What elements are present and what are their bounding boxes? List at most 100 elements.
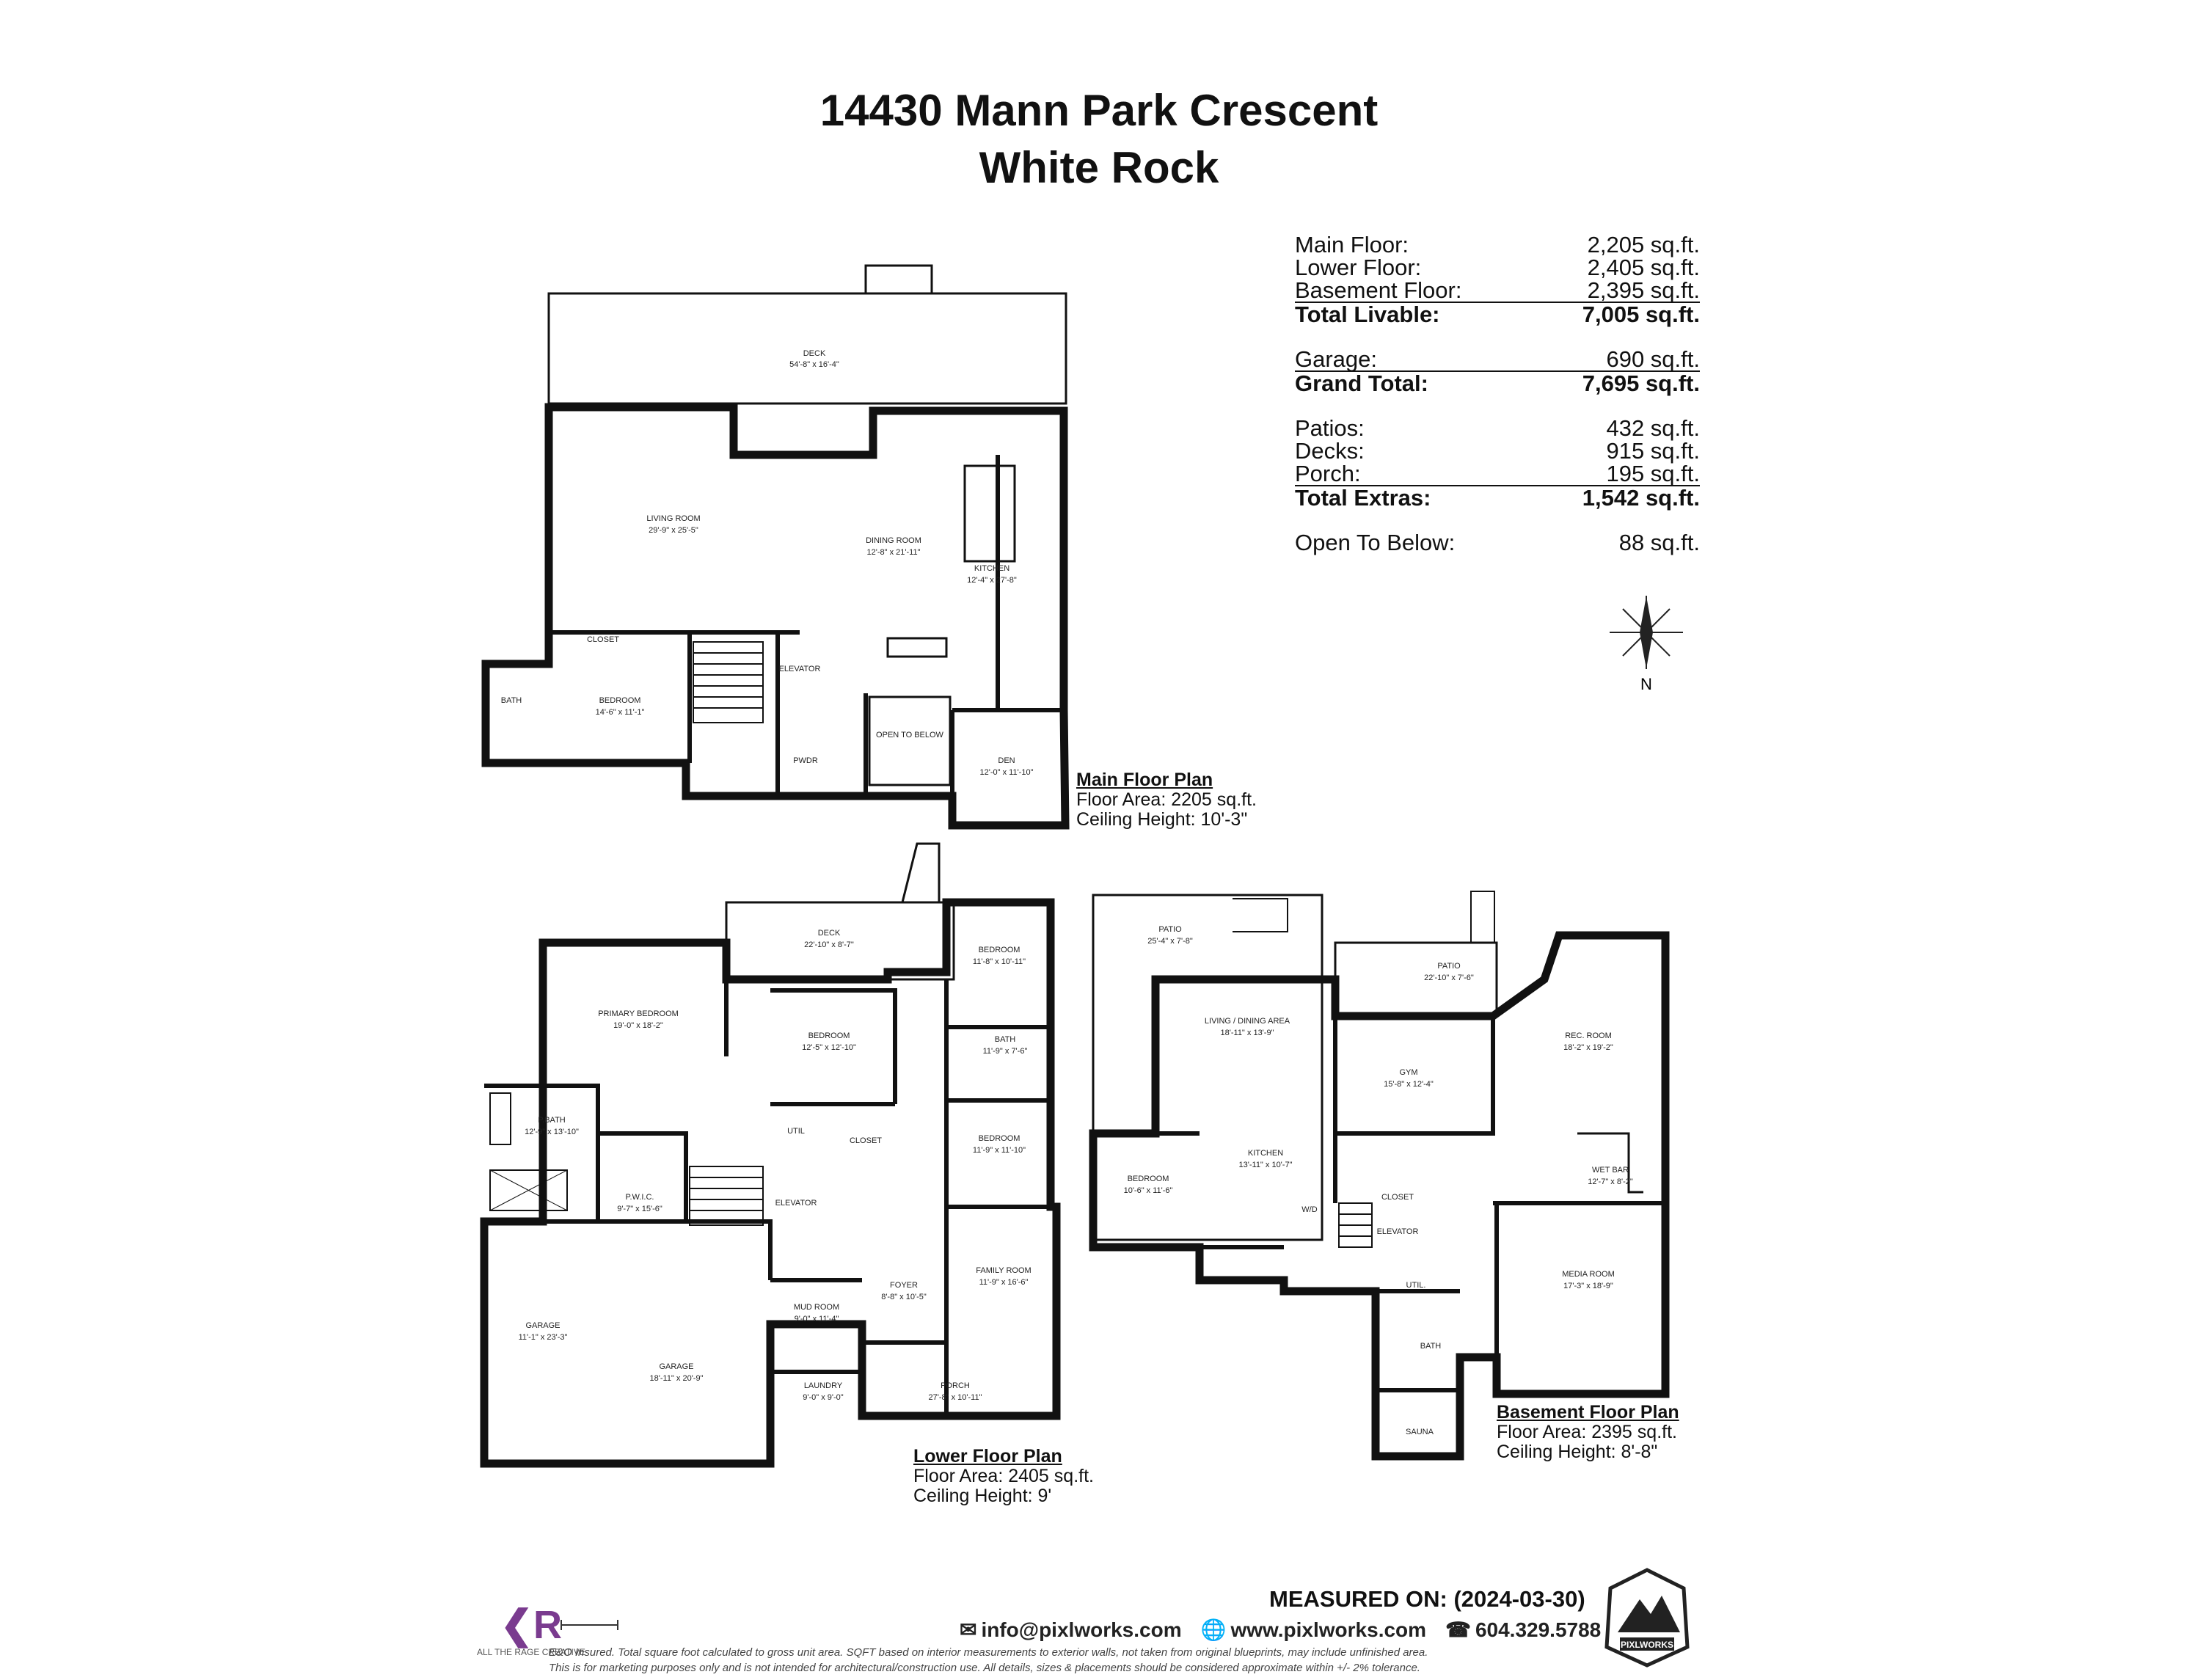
lf-mud-dim: 9'-0" x 11'-4"	[795, 1315, 839, 1323]
disclaimer: E&O Insured. Total square foot calculate…	[549, 1645, 1591, 1676]
bf-util-label: UTIL.	[1406, 1281, 1426, 1290]
lf-laundry-dim: 9'-0" x 9'-0"	[803, 1393, 844, 1402]
bf-media-label: MEDIA ROOM	[1562, 1270, 1615, 1279]
bf-rec-label: REC. ROOM	[1565, 1031, 1612, 1040]
mf-dining-dim: 12'-8" x 21'-11"	[867, 548, 921, 557]
all-the-rage-logo-icon: ❮R	[500, 1603, 563, 1647]
contact-info: ✉info@pixlworks.com 🌐www.pixlworks.com ☎…	[960, 1618, 1601, 1642]
pixlworks-logo-text: PIXLWORKS	[1621, 1640, 1673, 1650]
mf-closet-label: CLOSET	[587, 635, 619, 644]
bf-patio-b-dim: 22'-10" x 7'-6"	[1424, 974, 1474, 982]
stat-patios: Patios:432 sq.ft.	[1295, 415, 1700, 441]
basement-floor-plan	[1089, 891, 1670, 1461]
mf-deck-dim: 54'-8" x 16'-4"	[789, 360, 839, 369]
lf-bedroom-c-dim: 11'-9" x 11'-10"	[973, 1146, 1026, 1155]
stat-basement-floor: Basement Floor:2,395 sq.ft.	[1295, 277, 1700, 303]
main-floor-heading: Main Floor Plan	[1076, 770, 1213, 790]
bf-closet-label: CLOSET	[1381, 1193, 1414, 1202]
stat-grand-total: Grand Total:7,695 sq.ft.	[1295, 370, 1700, 396]
mf-bedroom-dim: 14'-6" x 11'-1"	[596, 708, 645, 717]
bf-bedroom-dim: 10'-6" x 11'-6"	[1124, 1186, 1173, 1195]
disclaimer-line-1: E&O Insured. Total square foot calculate…	[549, 1646, 1428, 1659]
stat-decks: Decks:915 sq.ft.	[1295, 438, 1700, 464]
stat-garage: Garage:690 sq.ft.	[1295, 346, 1700, 372]
mf-living-dim: 29'-9" x 25'-5"	[649, 526, 698, 535]
property-city: White Rock	[979, 143, 1219, 192]
lf-bedroom-c-label: BEDROOM	[979, 1134, 1020, 1143]
contact-phone[interactable]: ☎604.329.5788	[1445, 1618, 1602, 1642]
bf-media-dim: 17'-3" x 18'-9"	[1563, 1282, 1613, 1290]
measured-on: MEASURED ON: (2024-03-30)	[1269, 1586, 1585, 1612]
lower-floor-plan	[480, 842, 1061, 1468]
mf-pwdr-label: PWDR	[793, 756, 818, 765]
lf-util-label: UTIL	[787, 1127, 805, 1136]
lower-floor-ceiling: Ceiling Height: 9'	[913, 1486, 1052, 1506]
lf-family-dim: 11'-9" x 16'-6"	[979, 1278, 1029, 1287]
bf-wd-label: W/D	[1301, 1205, 1317, 1214]
lf-foyer-label: FOYER	[890, 1281, 918, 1290]
bf-kitchen-label: KITCHEN	[1248, 1149, 1283, 1158]
disclaimer-line-2: This is for marketing purposes only and …	[549, 1662, 1420, 1674]
bf-patio-a-label: PATIO	[1158, 925, 1182, 934]
stat-lower-floor: Lower Floor:2,405 sq.ft.	[1295, 255, 1700, 280]
lf-primary-dim: 19'-0" x 18'-2"	[613, 1021, 663, 1030]
stat-open-to-below: Open To Below:88 sq.ft.	[1295, 530, 1700, 555]
all-the-rage-logo-text: ALL THE RAGE CREATIVE	[477, 1647, 585, 1657]
bf-bedroom-label: BEDROOM	[1128, 1175, 1169, 1183]
lf-family-label: FAMILY ROOM	[976, 1266, 1031, 1275]
bf-living-dim: 18'-11" x 13'-9"	[1221, 1029, 1274, 1037]
bf-living-label: LIVING / DINING AREA	[1205, 1017, 1290, 1026]
lf-foyer-dim: 8'-8" x 10'-5"	[881, 1293, 927, 1301]
bf-bath-label: BATH	[1420, 1342, 1442, 1351]
area-summary: Main Floor:2,205 sq.ft. Lower Floor:2,40…	[1295, 233, 1700, 554]
lf-pbath-label: P.BATH	[538, 1116, 566, 1125]
lower-floor-caption: Lower Floor Plan Floor Area: 2405 sq.ft.…	[913, 1447, 1094, 1506]
main-floor-area: Floor Area: 2205 sq.ft.	[1076, 789, 1257, 810]
lf-garage-a-dim: 11'-1" x 23'-3"	[519, 1333, 568, 1342]
mf-den-label: DEN	[998, 756, 1015, 765]
mf-dining-label: DINING ROOM	[866, 536, 921, 545]
bf-elevator-label: ELEVATOR	[1377, 1227, 1419, 1236]
mf-den-dim: 12'-0" x 11'-10"	[980, 768, 1034, 777]
stat-porch: Porch:195 sq.ft.	[1295, 461, 1700, 486]
bf-wetbar-dim: 12'-7" x 8'-2"	[1588, 1177, 1633, 1186]
compass-icon	[1610, 596, 1683, 669]
mf-open-below-label: OPEN TO BELOW	[876, 731, 944, 739]
main-floor-plan	[481, 264, 1070, 830]
stat-total-extras: Total Extras:1,542 sq.ft.	[1295, 485, 1700, 511]
mf-kitchen-dim: 12'-4" x 27'-8"	[967, 576, 1017, 585]
phone-icon: ☎	[1445, 1618, 1471, 1641]
stat-total-livable: Total Livable:7,005 sq.ft.	[1295, 302, 1700, 327]
bf-wetbar-label: WET BAR	[1592, 1166, 1629, 1175]
mf-elevator-label: ELEVATOR	[779, 665, 821, 673]
stat-main-floor: Main Floor:2,205 sq.ft.	[1295, 232, 1700, 258]
contact-email[interactable]: ✉info@pixlworks.com	[960, 1618, 1182, 1642]
bf-gym-dim: 15'-8" x 12'-4"	[1384, 1080, 1434, 1089]
main-floor-caption: Main Floor Plan Floor Area: 2205 sq.ft. …	[1076, 770, 1257, 830]
bf-patio-a-dim: 25'-4" x 7'-8"	[1147, 937, 1193, 946]
lf-bedroom-b-dim: 11'-8" x 10'-11"	[973, 957, 1026, 966]
bf-rec-dim: 18'-2" x 19'-2"	[1563, 1043, 1613, 1052]
lf-elevator-label: ELEVATOR	[775, 1199, 817, 1208]
contact-web[interactable]: 🌐www.pixlworks.com	[1200, 1618, 1427, 1642]
lf-pwic-label: P.W.I.C.	[626, 1193, 654, 1202]
lf-pbath-dim: 12'-9" x 13'-10"	[525, 1128, 579, 1136]
lf-primary-label: PRIMARY BEDROOM	[598, 1009, 679, 1018]
lf-garage-b-label: GARAGE	[659, 1362, 693, 1371]
property-address: 14430 Mann Park Crescent	[819, 86, 1379, 135]
lf-garage-a-label: GARAGE	[525, 1321, 560, 1330]
lf-bath-label: BATH	[995, 1035, 1016, 1044]
lf-laundry-label: LAUNDRY	[804, 1381, 843, 1390]
lf-bedroom-a-label: BEDROOM	[808, 1031, 850, 1040]
lf-deck-label: DECK	[818, 929, 841, 938]
basement-floor-heading: Basement Floor Plan	[1497, 1402, 1679, 1422]
lf-bedroom-b-label: BEDROOM	[979, 946, 1020, 954]
pixlworks-logo-icon: PIXLWORKS	[1604, 1568, 1690, 1668]
basement-floor-ceiling: Ceiling Height: 8'-8"	[1497, 1442, 1658, 1462]
compass-north-label: N	[1640, 675, 1652, 693]
main-floor-ceiling: Ceiling Height: 10'-3"	[1076, 809, 1248, 830]
lower-floor-heading: Lower Floor Plan	[913, 1446, 1062, 1467]
lower-floor-area: Floor Area: 2405 sq.ft.	[913, 1466, 1094, 1486]
lf-mud-label: MUD ROOM	[794, 1303, 839, 1312]
